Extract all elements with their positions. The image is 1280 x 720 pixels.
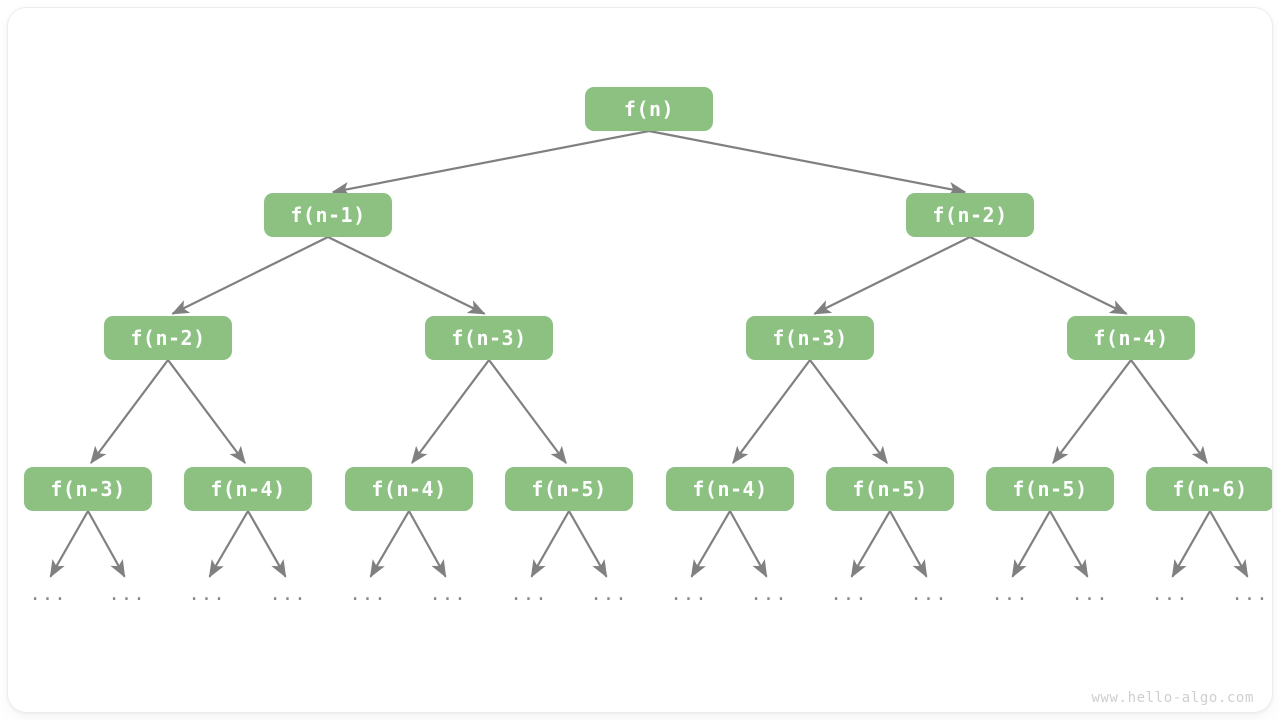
tree-node-n1: f(n-1) (264, 193, 392, 237)
edge-n4-to-n9 (411, 359, 490, 465)
tree-node-n5: f(n-3) (746, 316, 874, 360)
ellipsis-node: ... (269, 583, 307, 605)
edge-n6-to-n14 (1130, 359, 1208, 465)
edge-n3-to-n8 (167, 359, 246, 465)
edge-n9-to-e5 (369, 510, 410, 578)
tree-node-n10: f(n-5) (505, 467, 633, 511)
tree-node-n6: f(n-4) (1067, 316, 1195, 360)
edge-n5-to-n12 (809, 359, 888, 465)
tree-node-n0: f(n) (585, 87, 713, 131)
tree-node-n4: f(n-3) (425, 316, 553, 360)
edge-n0-to-n1 (331, 129, 650, 196)
ellipsis-node: ... (188, 583, 226, 605)
ellipsis-node: ... (1231, 583, 1269, 605)
edge-n11-to-e10 (729, 510, 768, 578)
ellipsis-node: ... (991, 583, 1029, 605)
ellipsis-node: ... (108, 583, 146, 605)
edge-n7-to-e1 (49, 510, 89, 578)
edge-n9-to-e6 (408, 510, 447, 578)
tree-node-n8: f(n-4) (184, 467, 312, 511)
edge-n10-to-e8 (568, 510, 608, 578)
edge-n13-to-e14 (1049, 510, 1089, 578)
tree-node-n9: f(n-4) (345, 467, 473, 511)
edge-n4-to-n10 (488, 359, 567, 465)
edge-n12-to-e11 (850, 510, 891, 578)
ellipsis-node: ... (910, 583, 948, 605)
edge-n1-to-n3 (171, 236, 329, 315)
tree-node-n13: f(n-5) (986, 467, 1114, 511)
ellipsis-node: ... (830, 583, 868, 605)
edge-n14-to-e16 (1209, 510, 1249, 578)
ellipsis-node: ... (590, 583, 628, 605)
edge-n6-to-n13 (1052, 359, 1132, 465)
edge-n10-to-e7 (530, 510, 570, 578)
tree-node-n7: f(n-3) (24, 467, 152, 511)
edge-n12-to-e12 (889, 510, 928, 578)
edge-n2-to-n6 (969, 236, 1128, 315)
edge-n14-to-e15 (1171, 510, 1211, 578)
edge-n8-to-e4 (247, 510, 287, 578)
edge-n2-to-n5 (813, 236, 971, 315)
tree-node-n12: f(n-5) (826, 467, 954, 511)
tree-node-n2: f(n-2) (906, 193, 1034, 237)
ellipsis-node: ... (750, 583, 788, 605)
ellipsis-node: ... (670, 583, 708, 605)
edge-n11-to-e9 (690, 510, 731, 578)
watermark-label: www.hello-algo.com (1091, 690, 1254, 706)
edge-n13-to-e13 (1011, 510, 1051, 578)
ellipsis-node: ... (510, 583, 548, 605)
recursion-tree-diagram: f(n) f(n-1) f(n-2) f(n-2) f(n-3) f(n-3) f(n-4)… (8, 8, 1272, 712)
tree-node-n14: f(n-6) (1146, 467, 1272, 511)
edge-n0-to-n2 (648, 129, 967, 196)
edge-n8-to-e3 (208, 510, 249, 578)
ellipsis-node: ... (1151, 583, 1189, 605)
tree-node-n11: f(n-4) (666, 467, 794, 511)
ellipsis-node: ... (429, 583, 467, 605)
ellipsis-node: ... (1071, 583, 1109, 605)
edge-n1-to-n4 (327, 236, 486, 315)
diagram-card: f(n) f(n-1) f(n-2) f(n-2) f(n-3) f(n-3) f(n-4)… (8, 8, 1272, 712)
tree-node-n3: f(n-2) (104, 316, 232, 360)
edge-n7-to-e2 (87, 510, 126, 578)
edge-n3-to-n7 (90, 359, 169, 465)
ellipsis-node: ... (29, 583, 67, 605)
edge-n5-to-n11 (732, 359, 811, 465)
ellipsis-node: ... (349, 583, 387, 605)
